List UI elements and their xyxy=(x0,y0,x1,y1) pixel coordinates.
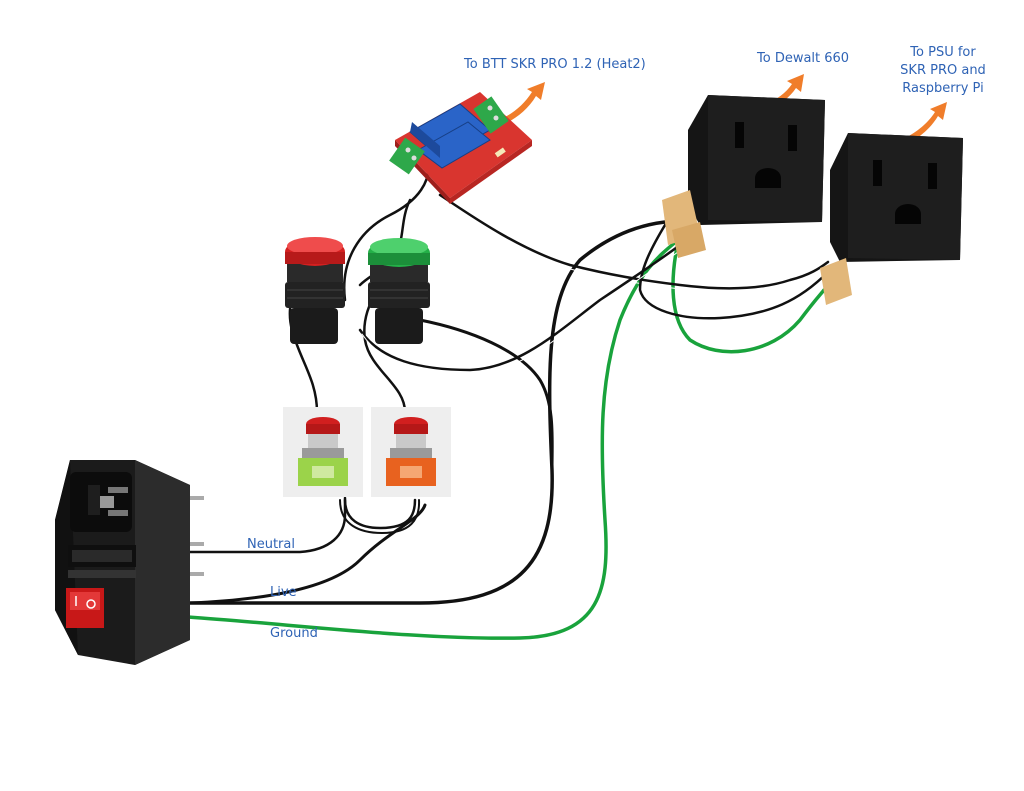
outlet-psu-label-line3: Raspberry Pi xyxy=(902,81,984,96)
lamp-outlet-wire xyxy=(358,243,682,372)
ground-wire-outlet2 xyxy=(671,240,826,354)
estop-bridge-wire-2 xyxy=(339,499,421,535)
outlet-dewalt xyxy=(662,95,825,258)
relay-board xyxy=(389,92,532,204)
lamp-outlet-wire-w xyxy=(361,248,683,375)
relay-destination-label: To BTT SKR PRO 1.2 (Heat2) xyxy=(464,57,646,72)
live-label: Live xyxy=(270,585,297,600)
live-wire-to-estop xyxy=(188,503,427,605)
green-lamp-outlet-wire xyxy=(418,318,554,472)
red-indicator-lamp xyxy=(285,237,345,344)
outlet-psu xyxy=(820,133,963,305)
outlet-psu-label-line1: To PSU for xyxy=(910,45,976,60)
relay-outlet-wire xyxy=(438,193,830,290)
outlet-psu-label-line2: SKR PRO and xyxy=(900,63,986,78)
outlet-dewalt-label: To Dewalt 660 xyxy=(757,51,850,66)
neutral-label: Neutral xyxy=(247,537,295,552)
estop-bridge-wire xyxy=(343,498,417,530)
relay-outlet-wire-w xyxy=(439,198,829,293)
ground-wire xyxy=(186,238,680,640)
lamp-relay-wire-1w xyxy=(347,164,433,301)
estop-switch-green-base xyxy=(283,407,363,497)
arrow-icon xyxy=(905,102,947,143)
outlet-bridge-wire xyxy=(638,223,830,320)
lamp-relay-wire-1 xyxy=(342,163,430,302)
neutral-wire xyxy=(188,496,347,554)
arrow-icon xyxy=(505,82,545,122)
wires xyxy=(186,163,830,640)
estop-switch-orange-base xyxy=(371,407,451,497)
green-indicator-lamp xyxy=(368,238,430,344)
ground-label: Ground xyxy=(270,626,318,641)
power-inlet-fused-switch xyxy=(55,460,204,665)
